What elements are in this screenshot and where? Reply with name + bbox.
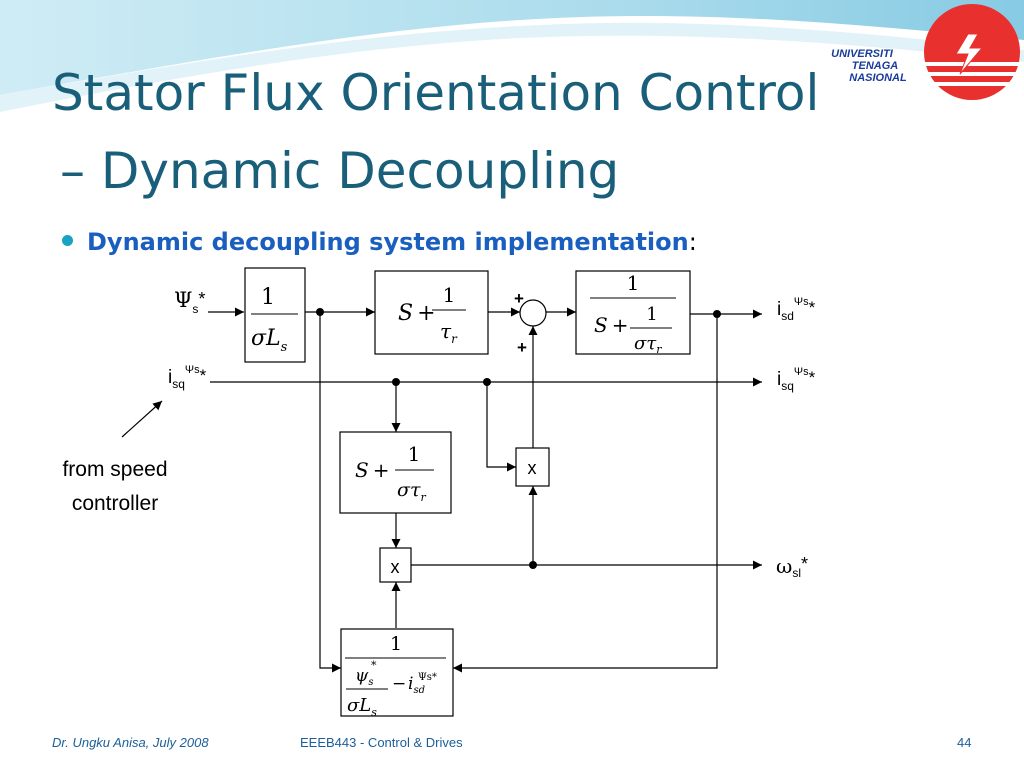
sum-sign-top: + [514, 289, 524, 308]
label-psi-s-ref: Ψs* [174, 288, 205, 316]
slide-title-line2: – Dynamic Decoupling [60, 142, 620, 200]
b1-numerator: 1 [261, 285, 275, 310]
header-wave [0, 0, 1024, 95]
b4-denominator: στr [397, 479, 427, 504]
multiplier-right [515, 447, 550, 487]
annotation-line2: controller [72, 492, 158, 515]
block-4-compensator [339, 431, 452, 514]
b2-s: S+ [398, 301, 436, 326]
b5-denominator: σLs [347, 695, 377, 719]
university-logo: UNIVERSITI TENAGA NASIONAL [831, 4, 1024, 100]
multiplier-left-label: x [391, 557, 400, 577]
b5-minus: − [392, 674, 406, 694]
footer-page-number: 44 [957, 735, 972, 750]
slide-title-line1: Stator Flux Orientation Control [52, 64, 820, 122]
block-2-tau-r [374, 270, 489, 355]
b3-inner-denominator: στr [634, 333, 662, 356]
b2-numerator: 1 [443, 283, 456, 307]
b4-numerator: 1 [408, 442, 421, 466]
sum-sign-bottom: + [517, 338, 527, 357]
b3-s: S+ [594, 313, 628, 337]
footer-course: EEEB443 - Control & Drives [300, 735, 463, 750]
wire-isd-feedback-to-b5 [453, 314, 718, 673]
b5-psi-star: * [371, 659, 377, 672]
junction-dots [316, 308, 721, 569]
logo-stripes [920, 62, 1024, 86]
label-isq-ref-in: isqΨs* [168, 364, 207, 391]
b5-isd: isd [408, 674, 425, 696]
multiplier-left [379, 547, 412, 583]
header-wave-light [0, 22, 1024, 113]
label-isd-ref-out: isdΨs* [777, 296, 816, 323]
summing-junction [519, 299, 547, 327]
b2-denominator: τr [440, 319, 458, 346]
b1-denominator: σLs [251, 326, 288, 355]
b3-inner-numerator: 1 [646, 304, 657, 325]
block-5-feedback-gain [340, 628, 454, 717]
b3-top-numerator: 1 [627, 271, 640, 295]
b5-isd-sup: Ψs* [418, 672, 437, 683]
label-isq-ref-out: isqΨs* [777, 366, 816, 393]
footer-author: Dr. Ungku Anisa, July 2008 [52, 735, 209, 750]
fraction-bars [251, 297, 676, 690]
bullet-item: Dynamic decoupling system implementation… [62, 228, 697, 256]
logo-text-line3: NASIONAL [849, 72, 907, 84]
b5-psi: ψs [355, 666, 373, 688]
bullet-dot-icon [62, 235, 73, 246]
annotation-line1: from speed [62, 458, 167, 481]
wire-flux-to-b5 [319, 312, 341, 673]
lightning-bolt-icon [955, 33, 984, 75]
annotation-arrow [121, 400, 163, 438]
label-slip-speed-ref: ωsl* [776, 554, 808, 580]
b4-s: S+ [355, 458, 389, 482]
bullet-text: Dynamic decoupling system implementation [87, 228, 689, 256]
wire-isq-to-mult-right [486, 382, 516, 472]
block-1-sigma-ls [244, 267, 306, 363]
block-boxes [244, 267, 691, 717]
logo-text-line2: TENAGA [852, 60, 899, 72]
block-3-first-order [575, 270, 691, 355]
logo-text-line1: UNIVERSITI [831, 48, 894, 60]
b5-top-numerator: 1 [390, 633, 402, 655]
bullet-colon: : [688, 228, 697, 256]
multiplier-right-label: x [528, 458, 537, 478]
